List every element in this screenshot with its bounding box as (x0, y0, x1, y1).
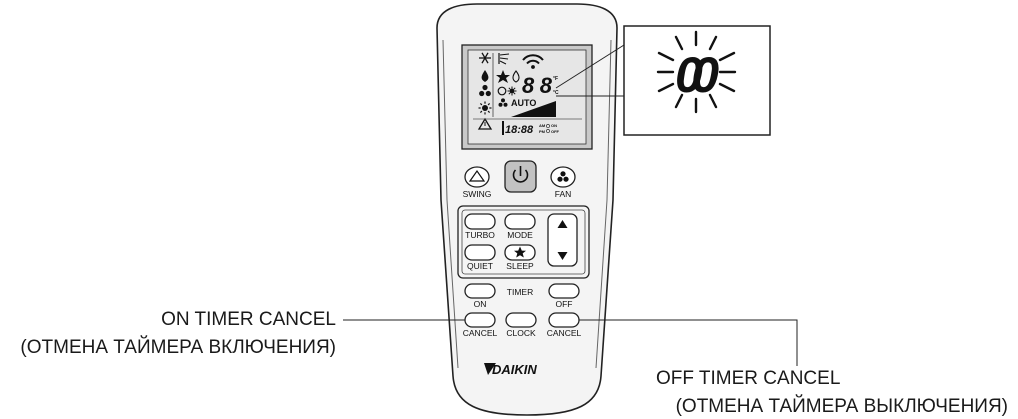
on-timer-button[interactable]: ON (464, 283, 496, 309)
swing-icon (468, 169, 486, 182)
lcd-fahrenheit: °F (553, 76, 558, 82)
daikin-logo: DAIKIN (484, 362, 537, 377)
eco-icon (497, 86, 507, 96)
sleep-star-icon (496, 70, 510, 83)
triangle-down-icon[interactable] (557, 252, 568, 260)
off-label: OFF (556, 299, 573, 309)
quiet-button[interactable]: QUIET (464, 244, 496, 271)
on-timer-cancel-title: ON TIMER CANCEL (161, 309, 336, 330)
brand-label: DAIKIN (492, 362, 537, 377)
turbo-button[interactable]: TURBO (464, 213, 496, 240)
off-timer-cancel-title: OFF TIMER CANCEL (656, 368, 840, 389)
off-timer-cancel-subtitle: (ОТМЕНА ТАЙМЕРА ВЫКЛЮЧЕНИЯ) (676, 395, 1008, 417)
zoom-leader-line (555, 44, 625, 89)
lcd-clock-digits: 18:88 (505, 124, 534, 136)
mode-button[interactable]: MODE (504, 213, 536, 240)
swing-label: SWING (463, 189, 492, 199)
lcd-auto-label: AUTO (511, 98, 536, 108)
sleep-label: SLEEP (506, 261, 534, 271)
off-cancel-leader-line (579, 319, 798, 366)
fan-button[interactable]: FAN (550, 166, 576, 199)
snowflake-icon (479, 52, 491, 64)
on-label: ON (474, 299, 487, 309)
on-timer-cancel-button[interactable]: CANCEL (463, 312, 498, 338)
turbo-label: TURBO (465, 230, 495, 240)
humidity-icon (512, 70, 520, 83)
heat-mode-icon (507, 86, 517, 96)
lcd-celsius: °C (553, 90, 559, 96)
function-panel (457, 205, 590, 279)
star-icon (514, 246, 526, 258)
fan-speed-icon (498, 98, 508, 107)
warning-icon (477, 117, 493, 130)
sun-icon (478, 101, 492, 115)
sleep-button[interactable]: SLEEP (504, 244, 536, 271)
fan-icon (557, 171, 569, 182)
zoom-digits: 00 (675, 47, 719, 103)
lcd-clock-box (502, 121, 504, 135)
lcd-am-label: AM (539, 123, 546, 128)
clock-label: CLOCK (506, 328, 536, 338)
wifi-icon (522, 54, 544, 69)
quiet-label: QUIET (467, 261, 493, 271)
mode-label: MODE (507, 230, 533, 240)
lcd-timer-on-label: ON (551, 123, 557, 128)
off-timer-button[interactable]: OFF (548, 283, 580, 309)
off-timer-cancel-button[interactable]: CANCEL (547, 312, 582, 338)
zoom-callout: 00 (555, 25, 771, 136)
timer-clock-icon (546, 124, 550, 128)
swing-button[interactable]: SWING (463, 166, 492, 199)
lcd-screen: 88 °F °C AUTO 18:88 AM PM ON OFF (461, 44, 593, 150)
daikin-logo-icon (484, 363, 496, 375)
clock-button[interactable]: CLOCK (505, 312, 537, 338)
temperature-rocker[interactable] (547, 213, 578, 267)
fan-mode-icon (479, 84, 491, 97)
lcd-pm-label: PM (539, 129, 546, 134)
triangle-up-icon[interactable] (557, 220, 568, 228)
blink-rays (656, 30, 737, 114)
fan-speed-bar (511, 101, 556, 117)
on-timer-cancel-subtitle: (ОТМЕНА ТАЙМЕРА ВКЛЮЧЕНИЯ) (20, 336, 336, 358)
swing-indicator-icon (498, 53, 510, 65)
fan-label: FAN (555, 189, 572, 199)
power-icon (512, 166, 529, 183)
cancel-right-label: CANCEL (547, 328, 582, 338)
power-button[interactable] (504, 160, 537, 193)
cancel-left-label: CANCEL (463, 328, 498, 338)
timer-clock-icon (546, 129, 550, 133)
drop-icon (481, 70, 489, 82)
lcd-timer-off-label: OFF (551, 129, 560, 134)
timer-label: TIMER (507, 287, 533, 297)
